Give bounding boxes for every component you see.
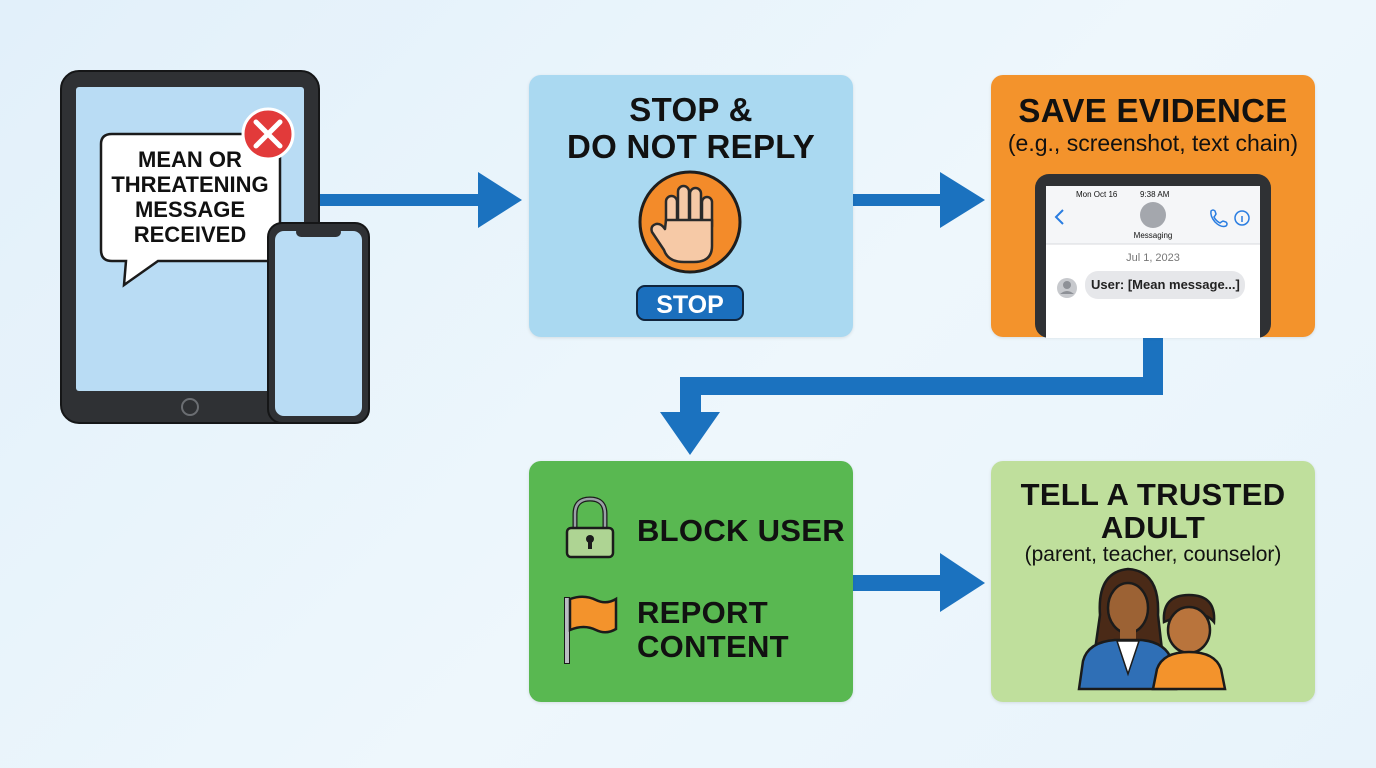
status-clock: 9:38 AM	[1140, 190, 1170, 199]
received-line-1: MEAN OR	[138, 147, 242, 172]
block-user-label: BLOCK USER	[637, 513, 845, 548]
stop-title: STOP & DO NOT REPLY	[529, 91, 853, 165]
flag-icon	[564, 595, 618, 664]
report-content-label: REPORT CONTENT	[637, 596, 789, 664]
received-message-text: MEAN OR THREATENING MESSAGE RECEIVED	[102, 147, 278, 247]
phone-call-icon	[1210, 209, 1228, 228]
arrow-stop-to-save	[853, 172, 985, 228]
contact-avatar-icon	[1140, 202, 1166, 228]
info-icon	[1234, 210, 1250, 226]
arrow-received-to-stop	[318, 172, 522, 228]
x-mark-icon	[241, 107, 295, 161]
status-date: Mon Oct 16	[1076, 190, 1118, 199]
message-date: Jul 1, 2023	[1126, 252, 1180, 264]
tell-adult-subtitle: (parent, teacher, counselor)	[1024, 543, 1282, 566]
stop-card: STOP & DO NOT REPLY	[529, 75, 853, 337]
save-evidence-subtitle: (e.g., screenshot, text chain)	[1007, 130, 1299, 156]
stop-title-line-2: DO NOT REPLY	[566, 128, 816, 165]
tell-title-line-1: TELL A TRUSTED	[1020, 477, 1286, 512]
tell-adult-title: TELL A TRUSTED ADULT	[991, 478, 1315, 544]
contact-label: Messaging	[1133, 231, 1173, 240]
stop-badge: STOP	[636, 285, 744, 321]
tell-title-line-2: ADULT	[1100, 510, 1206, 545]
stop-title-line-1: STOP &	[629, 91, 753, 128]
report-line-2: CONTENT	[637, 629, 789, 664]
received-line-2: THREATENING	[111, 172, 269, 197]
report-line-1: REPORT	[637, 595, 768, 630]
padlock-icon	[565, 496, 615, 559]
arrow-block-to-tell	[853, 553, 985, 612]
save-evidence-title: SAVE EVIDENCE	[1018, 92, 1288, 129]
phone-icon	[267, 222, 370, 424]
back-chevron-icon	[1054, 209, 1064, 225]
received-line-4: RECEIVED	[133, 222, 247, 247]
message-text: User: [Mean message...]	[1091, 277, 1240, 292]
received-line-3: MESSAGE	[134, 197, 246, 222]
